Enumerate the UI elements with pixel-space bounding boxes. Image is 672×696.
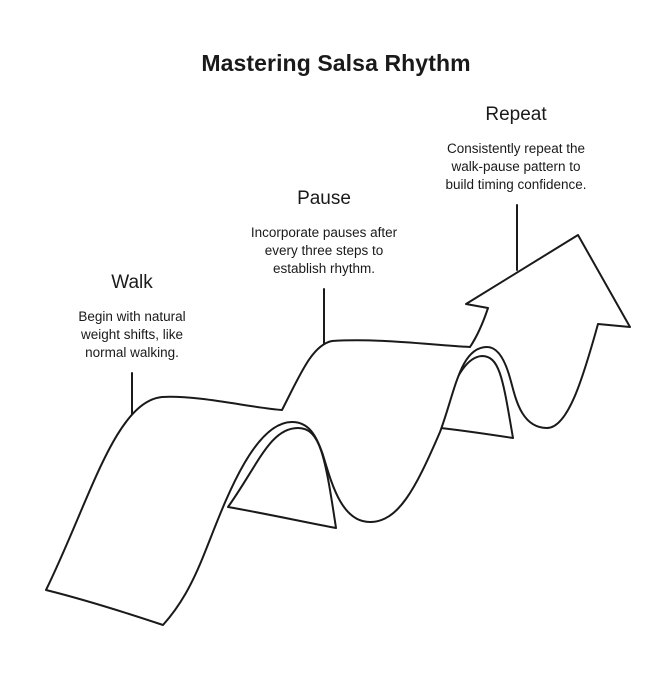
stage-desc-repeat: Consistently repeat the walk-pause patte… bbox=[445, 141, 587, 192]
ribbon-arrow-body bbox=[45, 234, 631, 626]
page-title: Mastering Salsa Rhythm bbox=[201, 50, 471, 76]
stage-title-pause: Pause bbox=[297, 188, 351, 209]
stage-desc-pause: Incorporate pauses after every three ste… bbox=[250, 225, 398, 276]
stage-desc-walk: Begin with natural weight shifts, like n… bbox=[78, 309, 186, 360]
stage-title-walk: Walk bbox=[111, 272, 153, 293]
stage-title-repeat: Repeat bbox=[485, 104, 547, 125]
